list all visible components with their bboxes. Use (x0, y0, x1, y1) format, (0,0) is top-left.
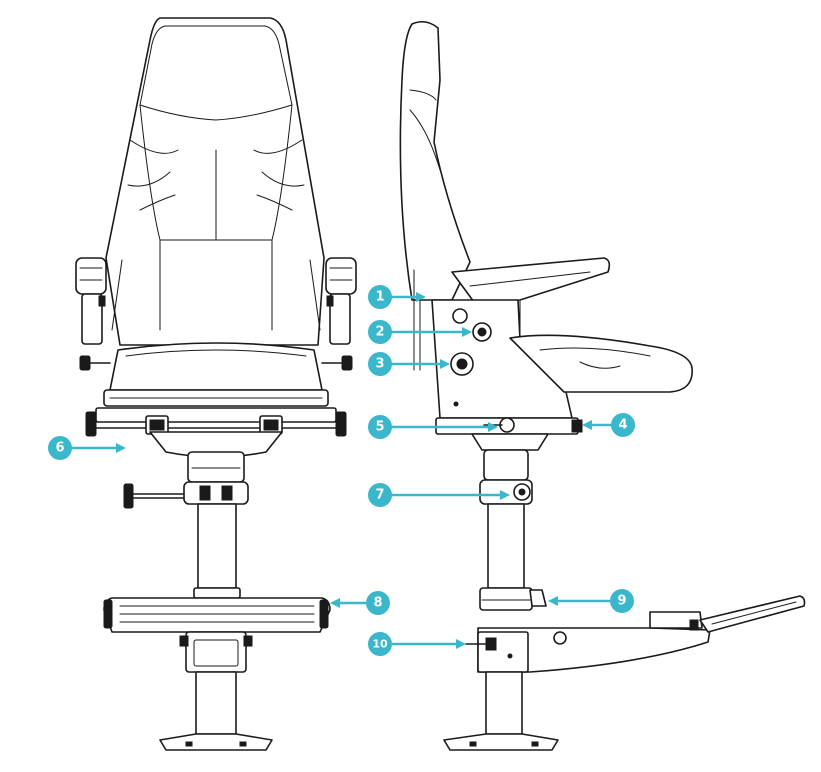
callout-10: 10 (368, 632, 466, 656)
callouts: 1 2 3 4 5 (48, 285, 635, 656)
front-footrest (103, 597, 331, 633)
front-seat (79, 342, 353, 407)
callout-number: 2 (375, 325, 384, 340)
callout-9: 9 (548, 589, 634, 613)
callout-badge (48, 436, 72, 460)
callout-1: 1 (368, 285, 426, 309)
callout-number: 8 (373, 596, 382, 611)
callout-badge (368, 415, 392, 439)
callout-5: 5 (368, 415, 498, 439)
side-upper-column (479, 449, 533, 505)
side-backrest (399, 20, 471, 301)
callout-6: 6 (48, 436, 126, 460)
callout-number: 4 (618, 418, 627, 433)
side-seat-cushion (509, 334, 693, 393)
side-pedestal (443, 671, 559, 751)
front-pedestal (159, 671, 273, 751)
callout-8: 8 (330, 591, 390, 615)
side-slide-rail (435, 417, 583, 451)
side-view (399, 20, 806, 751)
callout-badge (368, 632, 392, 656)
callout-number: 7 (375, 488, 384, 503)
side-armrest (451, 257, 611, 303)
callout-badge (368, 285, 392, 309)
callout-number: 10 (372, 638, 388, 651)
callout-number: 9 (617, 594, 626, 609)
front-height-lever (123, 483, 185, 509)
callout-badge (368, 352, 392, 376)
side-lower-clamp (465, 631, 529, 673)
front-upper-column (183, 451, 249, 505)
callout-number: 5 (375, 420, 384, 435)
callout-badge (366, 591, 390, 615)
callout-7: 7 (368, 483, 510, 507)
callout-badge (610, 589, 634, 613)
front-slide-frame (85, 407, 347, 437)
front-column (193, 503, 241, 599)
front-lower-bracket (179, 631, 253, 673)
side-footrest-clamp (479, 587, 547, 611)
front-view (75, 17, 357, 751)
side-footrest-arm (477, 595, 806, 673)
front-armrest-left (75, 257, 107, 345)
callout-4: 4 (582, 413, 635, 437)
front-backrest (105, 17, 325, 346)
side-column (487, 503, 525, 589)
callout-badge (368, 320, 392, 344)
callout-badge (611, 413, 635, 437)
callout-3: 3 (368, 352, 450, 376)
callout-number: 3 (375, 357, 384, 372)
callout-number: 6 (55, 441, 64, 456)
callout-number: 1 (375, 290, 384, 305)
callout-badge (368, 483, 392, 507)
callout-2: 2 (368, 320, 472, 344)
front-armrest-right (325, 257, 357, 345)
